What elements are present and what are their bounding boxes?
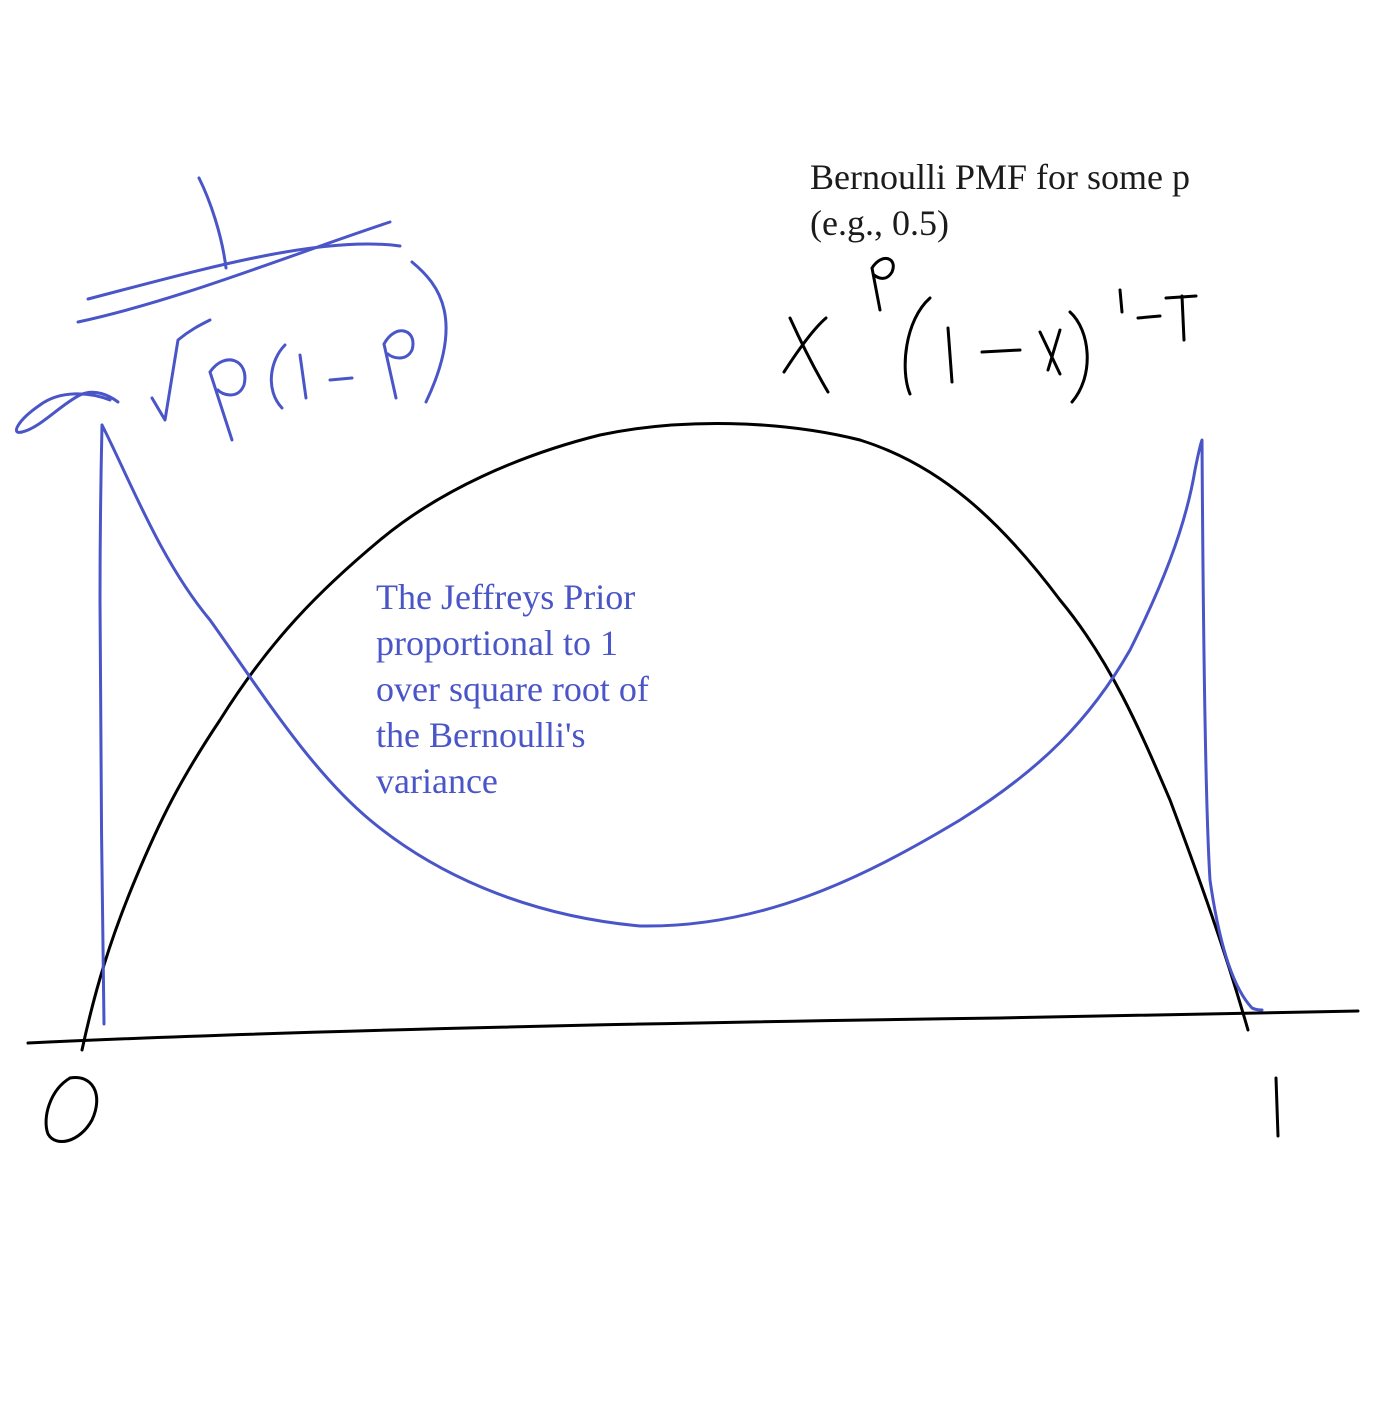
bernoulli-annotation-line-2: (e.g., 0.5) bbox=[810, 203, 949, 243]
axis-tick-0-glyph bbox=[44, 1076, 99, 1143]
jeffreys-annotation-line-2: proportional to 1 bbox=[376, 623, 618, 663]
jeffreys-annotation-line-3: over square root of bbox=[376, 669, 649, 709]
jeffreys-curve bbox=[98, 423, 1264, 1026]
bernoulli-annotation-line-1: Bernoulli PMF for some p bbox=[810, 157, 1191, 197]
jeffreys-annotation-line-1: The Jeffreys Prior bbox=[376, 577, 636, 617]
axis-tick-1-glyph bbox=[1274, 1076, 1280, 1138]
bernoulli-curve bbox=[80, 422, 1250, 1052]
x-axis bbox=[26, 1009, 1360, 1045]
jeffreys-annotation-line-5: variance bbox=[376, 761, 498, 801]
jeffreys-formula-handwritten bbox=[15, 176, 448, 442]
jeffreys-annotation-line-4: the Bernoulli's bbox=[376, 715, 586, 755]
bernoulli-formula-handwritten bbox=[782, 257, 1198, 404]
bernoulli-annotation: Bernoulli PMF for some p (e.g., 0.5) bbox=[810, 154, 1330, 246]
jeffreys-annotation: The Jeffreys Prior proportional to 1 ove… bbox=[376, 574, 736, 804]
